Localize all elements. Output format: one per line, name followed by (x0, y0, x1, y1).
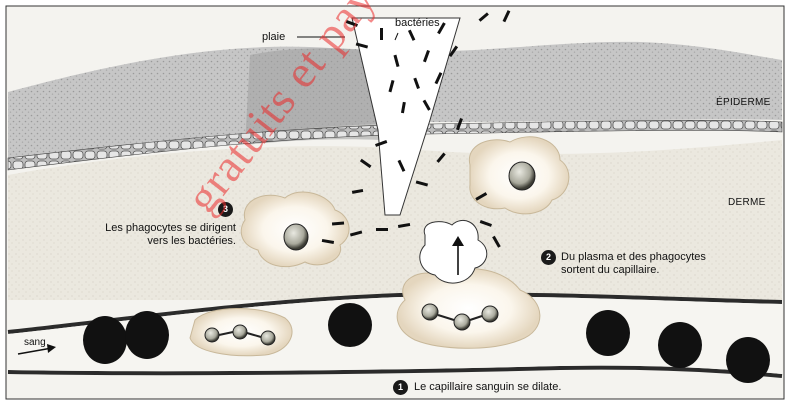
blood-cell (125, 311, 169, 359)
step-3-text: Les phagocytes se dirigent vers les bact… (76, 222, 236, 248)
step-1-text: Le capillaire sanguin se dilate. (414, 381, 561, 394)
phagocyte-nucleus (509, 162, 535, 190)
phagocyte-nucleus (482, 306, 498, 322)
phagocyte-nucleus (233, 325, 247, 339)
blood-cell (83, 316, 127, 364)
label-plaie: plaie (262, 31, 285, 43)
step-2-badge: 2 (541, 250, 556, 265)
label-bacteries: bactéries (395, 17, 440, 29)
label-derme: DERME (728, 197, 766, 209)
phagocyte-nucleus (261, 331, 275, 345)
phagocyte-nucleus (422, 304, 438, 320)
label-sang: sang (24, 337, 46, 349)
phagocyte-nucleus (284, 224, 308, 250)
blood-cell (586, 310, 630, 356)
blood-cell (328, 303, 372, 347)
phagocyte-nucleus (205, 328, 219, 342)
step-2-line-2: sortent du capillaire. (561, 264, 706, 277)
label-epiderme: ÉPIDERME (716, 97, 771, 109)
step-3-line-1: Les phagocytes se dirigent (76, 222, 236, 235)
step-3-line-2: vers les bactéries. (76, 235, 236, 248)
step-1-badge: 1 (393, 380, 408, 395)
phagocyte-nucleus (454, 314, 470, 330)
blood-cell (658, 322, 702, 368)
blood-cell (726, 337, 770, 383)
step-2-text: Du plasma et des phagocytes sortent du c… (561, 251, 706, 277)
step-2-line-1: Du plasma et des phagocytes (561, 251, 706, 264)
